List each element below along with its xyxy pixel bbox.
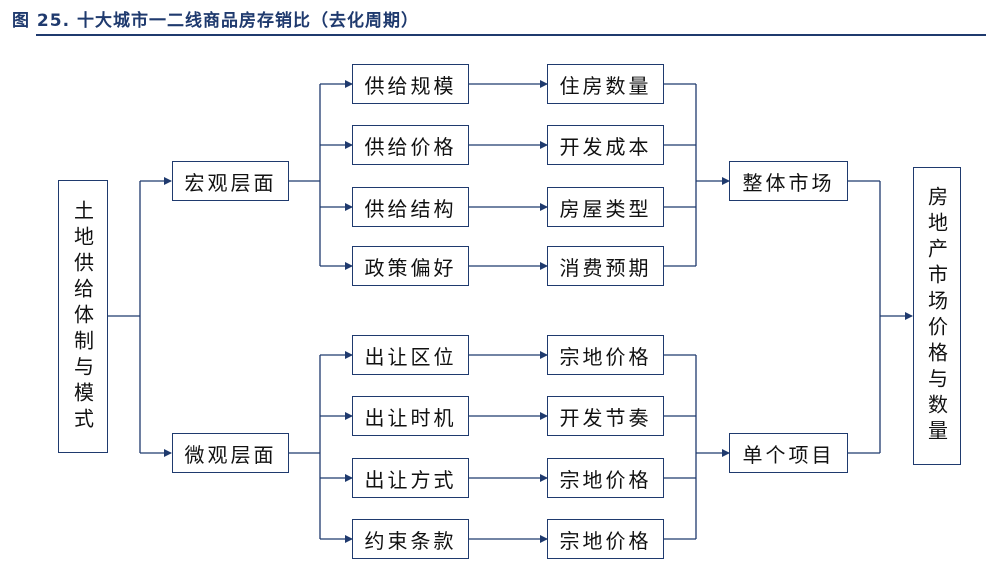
node-housing-quantity: 住房数量 xyxy=(547,64,664,104)
node-housing-type: 房屋类型 xyxy=(547,187,664,227)
node-single-project: 单个项目 xyxy=(729,433,848,473)
node-supply-price: 供给价格 xyxy=(352,125,469,165)
node-development-pace: 开发节奏 xyxy=(547,396,664,436)
title-rule xyxy=(36,34,986,36)
node-supply-structure: 供给结构 xyxy=(352,187,469,227)
node-macro: 宏观层面 xyxy=(172,161,289,201)
node-final-outcome: 房地产市场价格与数量 xyxy=(913,167,961,465)
node-land-price-1: 宗地价格 xyxy=(547,335,664,375)
figure-title: 图 25. 十大城市一二线商品房存销比（去化周期） xyxy=(12,11,419,31)
node-overall-market: 整体市场 xyxy=(729,161,848,201)
node-land-price-2: 宗地价格 xyxy=(547,458,664,498)
node-micro: 微观层面 xyxy=(172,433,289,473)
node-land-price-3: 宗地价格 xyxy=(547,519,664,559)
node-consumer-expectation: 消费预期 xyxy=(547,246,664,286)
node-development-cost: 开发成本 xyxy=(547,125,664,165)
node-transfer-location: 出让区位 xyxy=(352,335,469,375)
node-policy-preference: 政策偏好 xyxy=(352,246,469,286)
node-transfer-timing: 出让时机 xyxy=(352,396,469,436)
node-transfer-method: 出让方式 xyxy=(352,458,469,498)
node-constraint-terms: 约束条款 xyxy=(352,519,469,559)
node-root: 土地供给体制与模式 xyxy=(58,180,108,453)
node-supply-scale: 供给规模 xyxy=(352,64,469,104)
